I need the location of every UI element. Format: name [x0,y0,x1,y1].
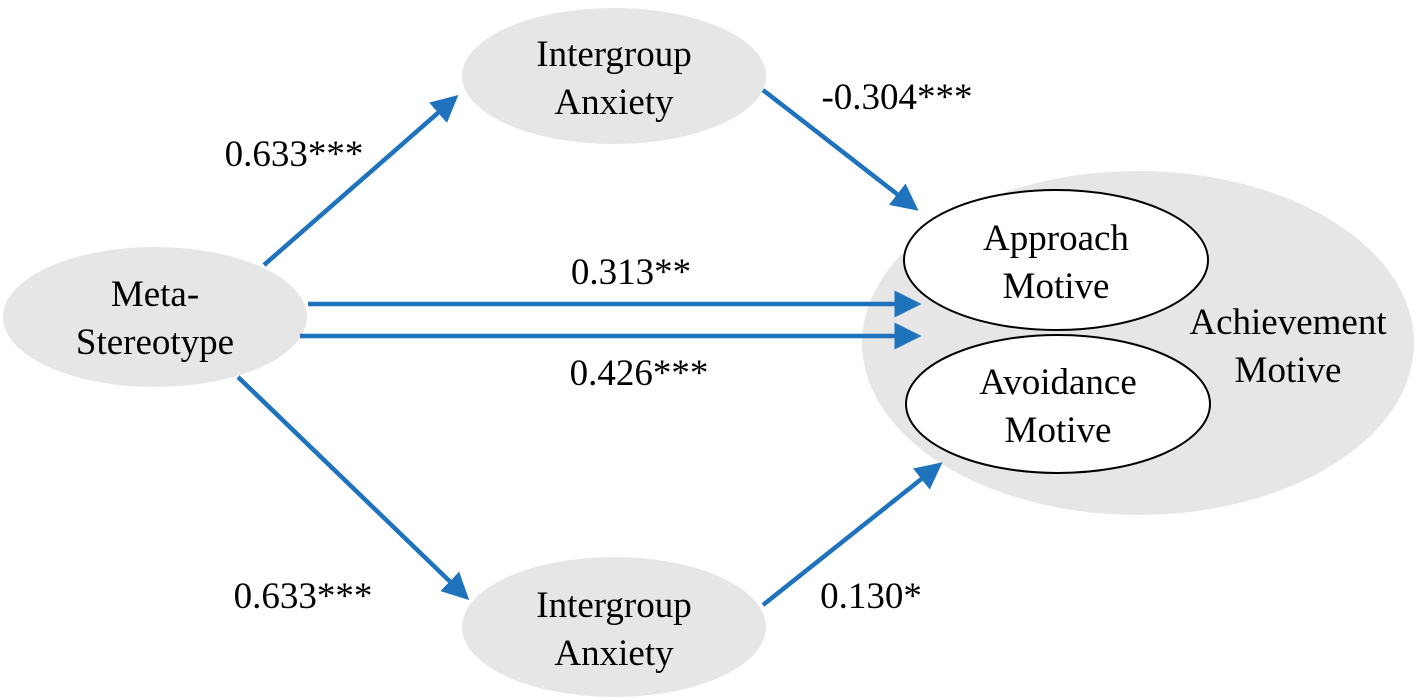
avoidance-motive-label-line2: Motive [1005,410,1112,451]
intergroup-anxiety-top-label-line1: Intergroup [536,34,692,75]
intergroup-anxiety-top-label-line2: Anxiety [554,82,674,123]
approach-motive-label-line1: Approach [983,218,1129,259]
arrow-anxiety-top-to-approach [761,88,919,211]
coef-meta-to-anxiety-bottom: 0.633*** [234,576,373,617]
intergroup-anxiety-bottom-label-line1: Intergroup [536,585,692,626]
meta-stereotype-node: Meta- Stereotype [3,247,307,387]
achievement-motive-label-line2: Motive [1235,350,1342,391]
arrow-meta-to-anxiety-top [262,95,459,267]
arrow-anxiety-bottom-to-avoidance [761,462,943,607]
coef-anxiety-top-to-approach: -0.304*** [821,77,972,118]
meta-stereotype-label-line2: Stereotype [76,322,234,363]
coef-anxiety-bottom-to-avoidance: 0.130* [820,576,922,617]
meta-stereotype-label-line1: Meta- [111,274,199,315]
approach-motive-node: Approach Motive [903,189,1209,331]
intergroup-anxiety-bottom-label-line2: Anxiety [554,633,674,674]
arrow-meta-to-anxiety-bottom [236,375,470,601]
coef-meta-to-anxiety-top: 0.633*** [225,134,364,175]
intergroup-anxiety-bottom-node: Intergroup Anxiety [462,557,766,697]
avoidance-motive-label-line1: Avoidance [979,362,1137,403]
avoidance-motive-node: Avoidance Motive [905,334,1211,474]
coef-meta-to-approach: 0.313** [571,252,691,293]
approach-motive-label-line2: Motive [1003,266,1110,307]
achievement-motive-label-line1: Achievement [1189,302,1387,343]
coef-meta-to-avoidance: 0.426*** [570,353,709,394]
intergroup-anxiety-top-node: Intergroup Anxiety [462,8,766,144]
